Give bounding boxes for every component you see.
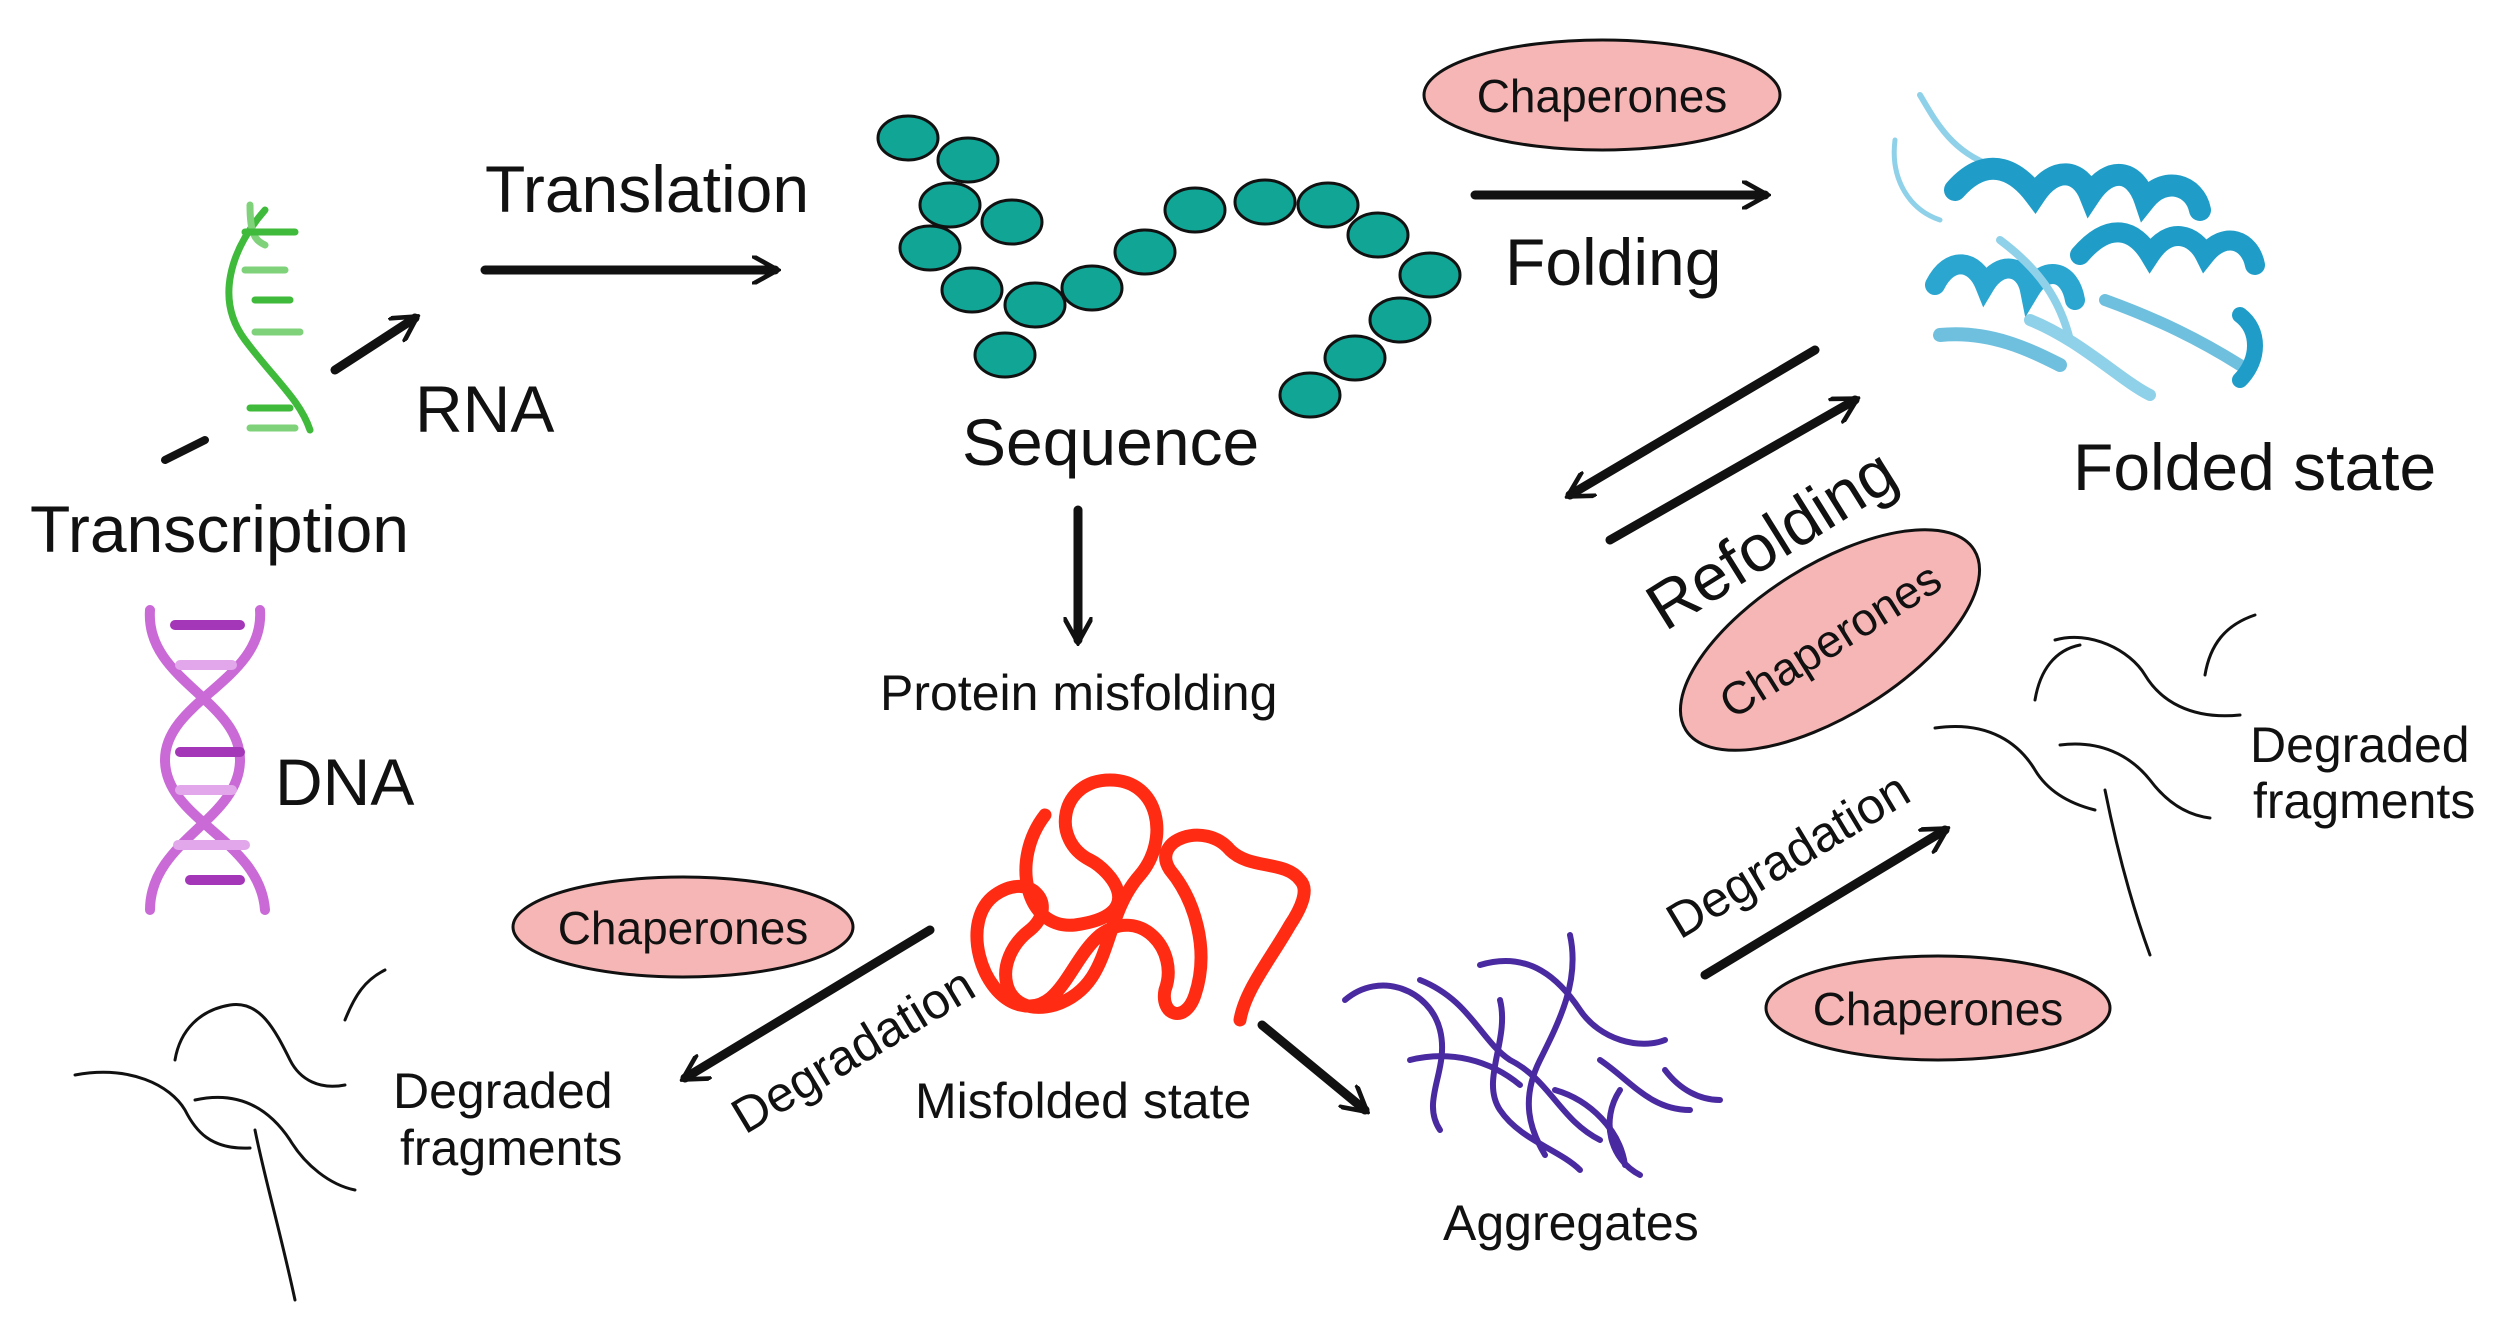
degraded-left-line2: fragments <box>400 1120 622 1176</box>
misfolded-protein-icon <box>970 773 1311 1027</box>
transcription-label: Transcription <box>30 492 409 566</box>
fragment-icon-right <box>1933 613 2257 957</box>
chaperone-misfold-degradation: Chaperones <box>511 875 855 979</box>
dna-label: DNA <box>275 745 414 819</box>
refolding-arrow-back <box>1570 345 1820 500</box>
degraded-left-line1: Degraded <box>393 1063 613 1119</box>
folded-state-label: Folded state <box>2073 430 2436 504</box>
chaperone-label: Chaperones <box>1813 983 2064 1035</box>
dna-helix-icon <box>144 605 270 915</box>
folding-label: Folding <box>1505 225 1721 299</box>
aggregation-arrow <box>1257 1020 1365 1110</box>
rna-label: RNA <box>415 372 554 446</box>
rna-helix-icon <box>225 201 314 434</box>
chaperone-folding: Chaperones <box>1422 38 1782 152</box>
degraded-right-line1: Degraded <box>2250 717 2470 773</box>
aggregate-icon <box>1342 932 1723 1178</box>
refolding-arrow-forward <box>1605 395 1855 545</box>
rna-arrow <box>330 313 415 375</box>
sequence-label: Sequence <box>962 405 1259 479</box>
chaperone-aggregate-degradation: Chaperones <box>1764 954 2112 1062</box>
degradation-left-arrow <box>685 925 935 1083</box>
degradation-right-arrow <box>1700 825 1945 980</box>
folded-protein-icon <box>1891 92 2265 401</box>
arrows <box>330 195 1945 1110</box>
aggregates-label: Aggregates <box>1443 1195 1699 1251</box>
translation-label: Translation <box>485 152 809 226</box>
protein-misfolding-label: Protein misfolding <box>880 665 1277 721</box>
transcription-stroke <box>161 436 209 464</box>
chaperone-label: Chaperones <box>558 902 809 954</box>
degraded-right-line2: fragments <box>2253 773 2475 829</box>
fragment-icon-left <box>73 968 387 1302</box>
amino-acid-chain-icon <box>876 114 1462 419</box>
misfolded-state-label: Misfolded state <box>915 1073 1251 1129</box>
chaperone-label: Chaperones <box>1477 70 1728 122</box>
